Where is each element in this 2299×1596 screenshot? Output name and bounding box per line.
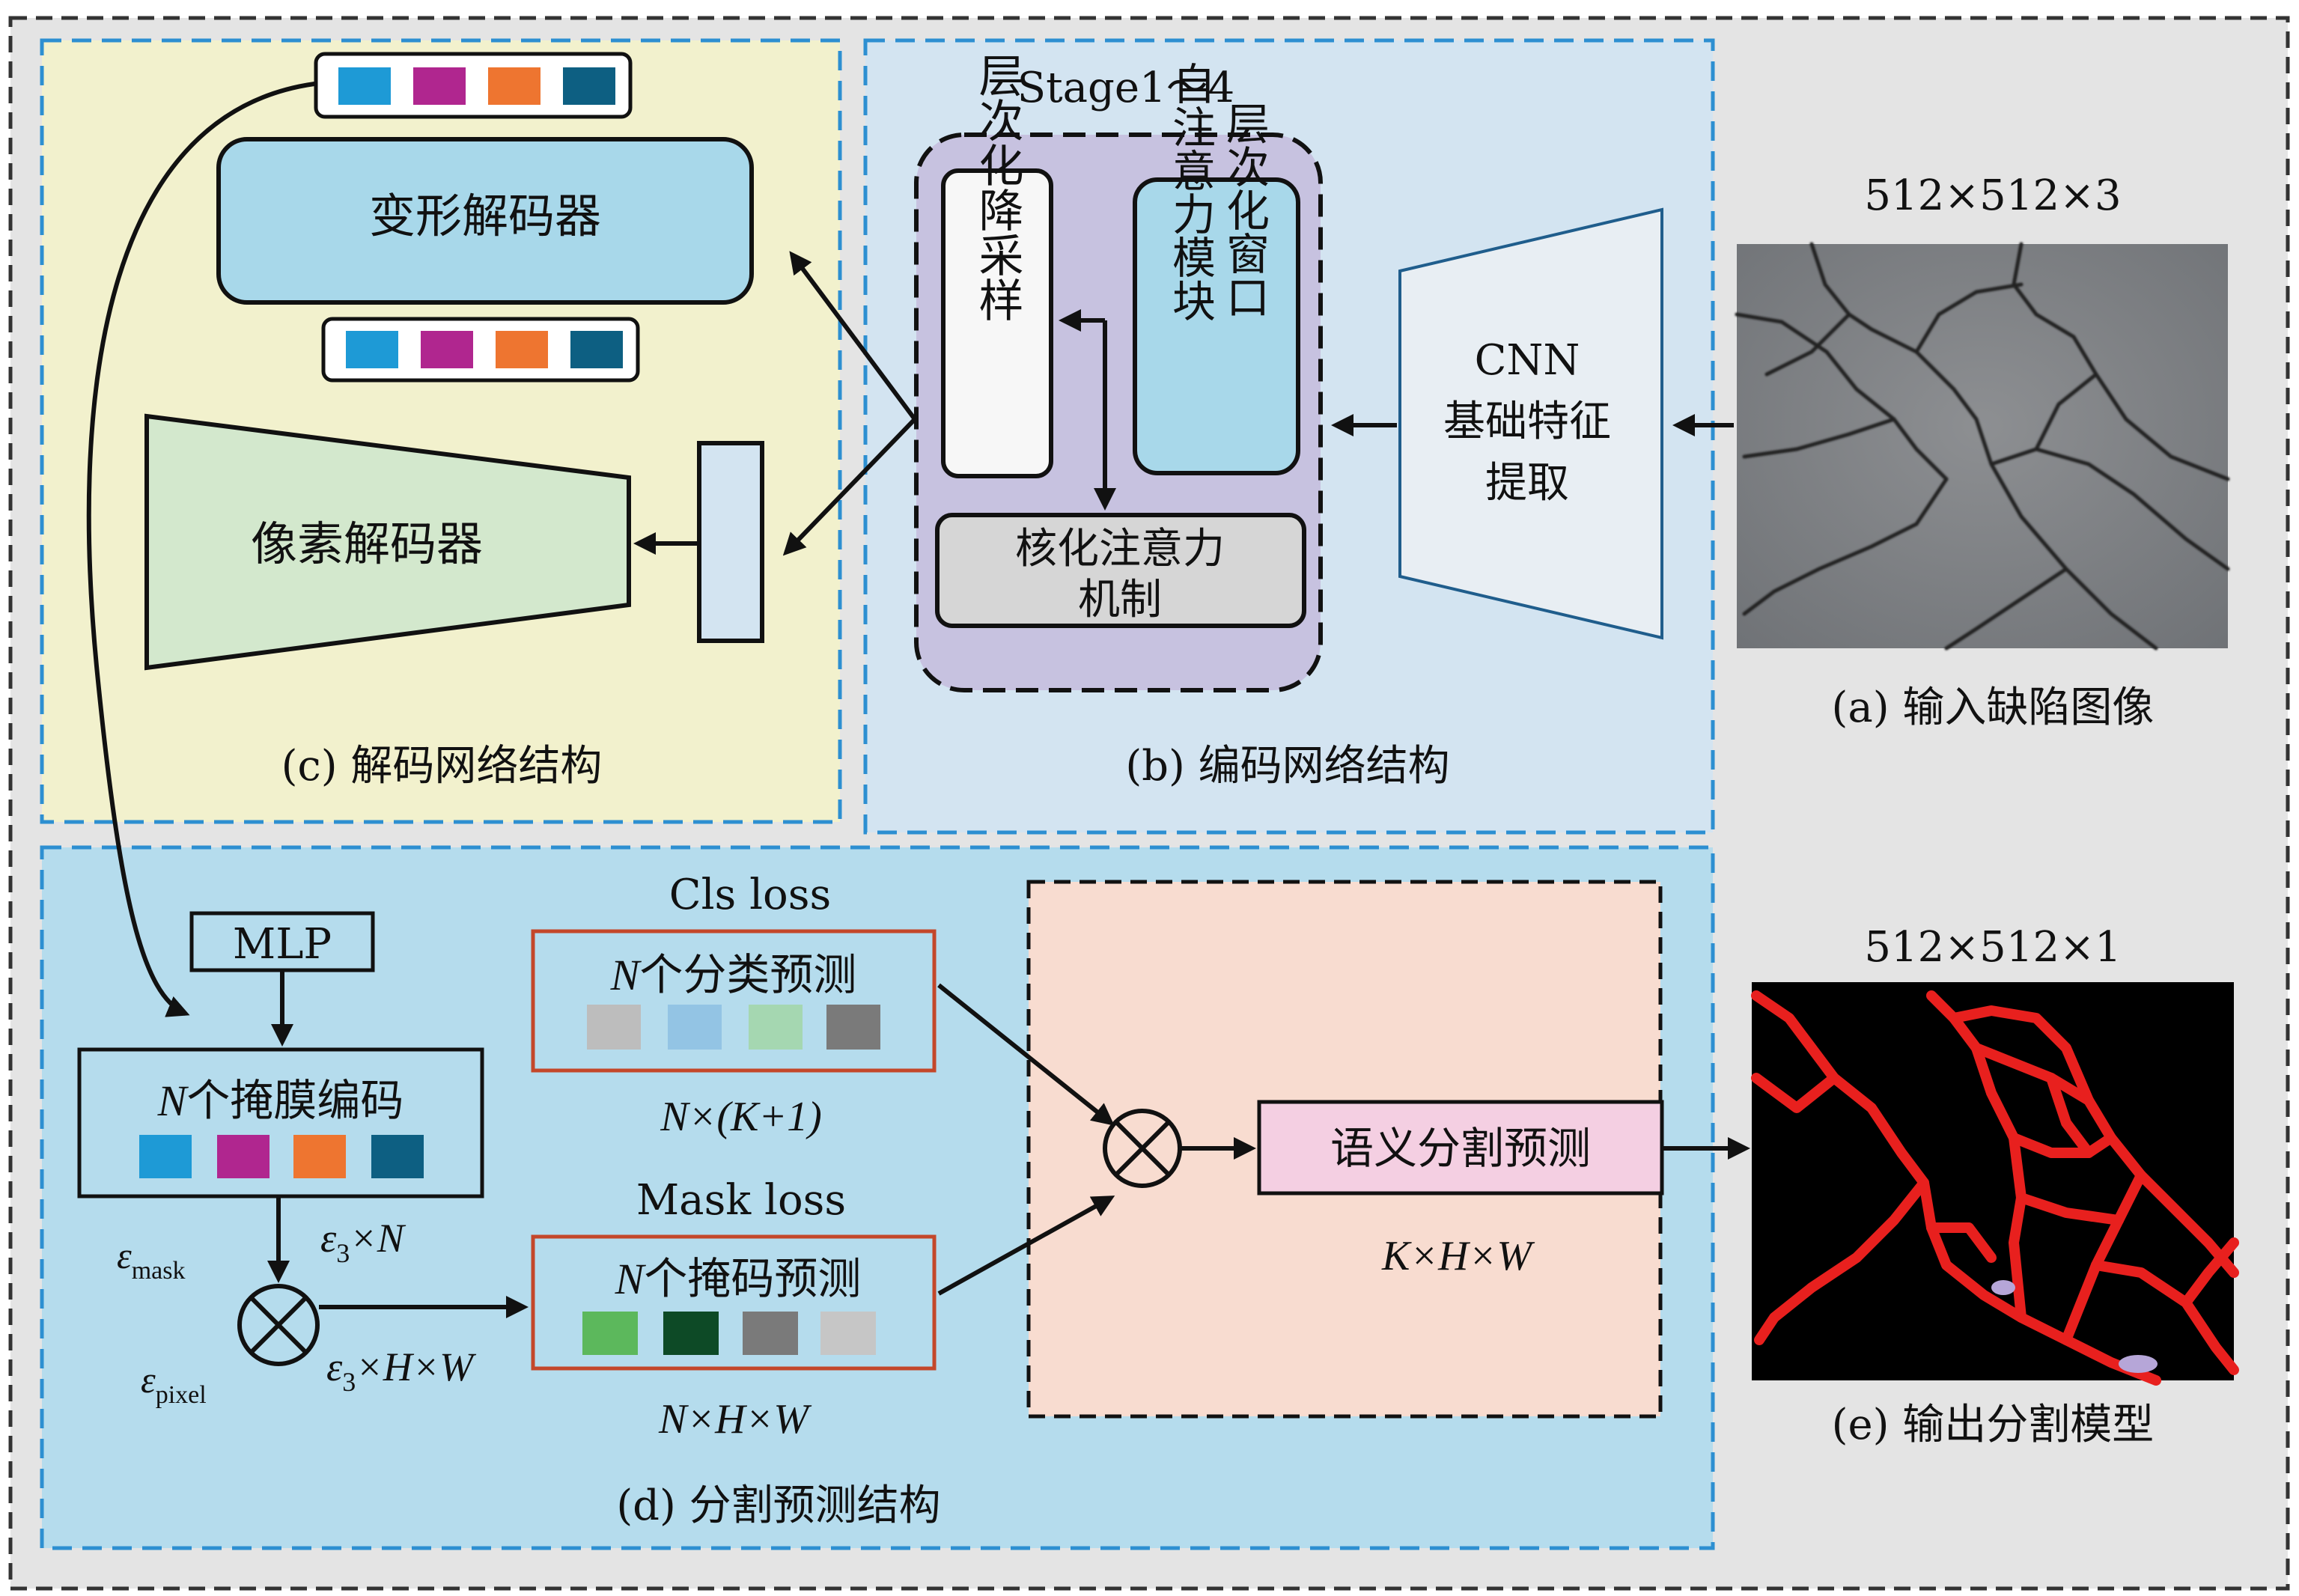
encoding-token-3 [293,1135,346,1178]
output-defect-blob-2 [1991,1280,2015,1295]
eps3-hw-label: ε3×H×W [326,1344,477,1397]
cls-token-4 [826,1005,880,1050]
kernel-attention-label-1: 核化注意力 [1015,525,1225,573]
mlp-label: MLP [233,920,332,969]
cnn-label-3: 提取 [1485,459,1569,508]
eps-pixel-label: εpixel [141,1359,207,1409]
cls-pred-n: N [610,951,642,999]
cls-loss-label: Cls loss [669,871,831,919]
arrow-stage-to-pixel [782,417,917,556]
cnn-label-1: CNN [1475,336,1580,385]
mask-token-3 [743,1312,798,1355]
input-caption: (a) 输入缺陷图像 [1832,683,2155,732]
mask-pred-n: N [615,1255,647,1303]
eps3-n-label: ε3×N [320,1216,406,1268]
pixel-decoder-shape [144,413,631,671]
deform-decoder-box [216,137,754,305]
pixel-decoder-label: 像素解码器 [251,517,483,571]
input-size-label: 512×512×3 [1864,171,2121,220]
cnn-trapezoid [1398,207,1663,640]
self-attention-label-left: 自注意力模块 [1165,61,1216,322]
encoding-token-1 [139,1135,192,1178]
cls-pred-text: 个分类预测 [639,949,856,1000]
encoding-token-4 [371,1135,424,1178]
segment-caption: (d) 分割预测结构 [616,1481,940,1530]
multiply-node-left [237,1284,320,1366]
token-1 [338,67,391,105]
arrow-tokens-to-mlp [86,82,315,1017]
mask-encoding-text: 个掩膜编码 [186,1075,404,1126]
token-4 [563,67,615,105]
semantic-pred-box [1257,1100,1664,1196]
arrows [86,82,1750,1318]
arrow-cls-to-multiply [937,983,1115,1126]
self-attention-label-right: 层次化窗口 [1219,101,1270,318]
cls-pred-label: N个分类预测 [610,949,857,1000]
cls-token-2 [668,1005,722,1050]
output-defect-blob-1 [2119,1355,2158,1373]
multiply-node-right [1103,1109,1182,1188]
mask-token-2 [663,1312,719,1355]
token-5 [346,331,398,368]
semantic-dim-label: K×H×W [1381,1233,1535,1279]
stage-label: Stage1～4 [1017,64,1235,112]
top-token-strip [314,52,633,119]
decoder-caption: (c) 解码网络结构 [281,742,603,791]
feature-bar [697,441,764,643]
mask-pred-label: N个掩码预测 [615,1253,862,1304]
token-8 [570,331,623,368]
mask-encoding-label: N个掩膜编码 [157,1075,404,1126]
kernel-attention-box [935,513,1306,628]
eps-mask-label: εmask [117,1234,185,1285]
cnn-label-2: 基础特征 [1443,398,1611,446]
output-size-label: 512×512×1 [1864,923,2121,972]
cls-dim-label: N×(K+1) [660,1094,822,1140]
cls-token-3 [749,1005,803,1050]
mask-encoding-n: N [157,1076,189,1125]
input-defect-image [1735,242,2230,651]
mask-dim-label: N×H×W [658,1396,811,1443]
arrow-mask-to-multiply [937,1196,1115,1296]
encoding-token-2 [217,1135,270,1178]
mlp-box [189,911,375,972]
hier-downsample-label: 层次化降采样 [971,52,1023,322]
token-7 [496,331,548,368]
mask-loss-label: Mask loss [636,1176,846,1225]
bottom-token-strip [321,317,640,383]
deform-decoder-label: 变形解码器 [369,189,601,243]
hier-downsample-box [941,168,1053,478]
output-segmentation-image [1751,982,2239,1386]
mask-token-1 [582,1312,638,1355]
token-2 [413,67,466,105]
cls-token-1 [587,1005,641,1050]
token-6 [421,331,473,368]
self-attention-box [1133,177,1300,475]
encoder-caption: (b) 编码网络结构 [1125,742,1449,791]
token-3 [488,67,541,105]
output-caption: (e) 输出分割模型 [1832,1401,2155,1449]
mask-pred-text: 个掩码预测 [644,1253,861,1304]
arrow-stage-to-deform [789,251,917,421]
mask-token-4 [820,1312,876,1355]
semantic-pred-label: 语义分割预测 [1330,1123,1591,1174]
kernel-attention-label-2: 机制 [1078,576,1162,624]
